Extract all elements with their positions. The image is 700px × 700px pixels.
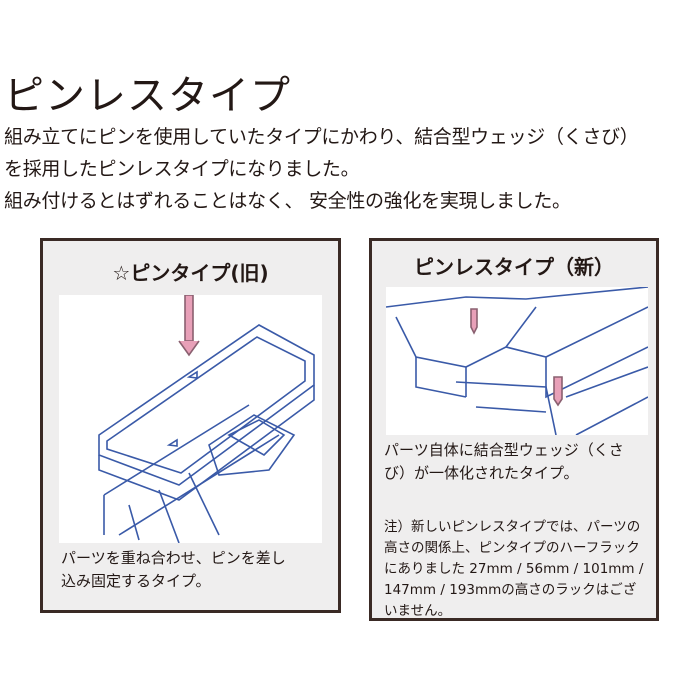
- intro-line: 組み立てにピンを使用していたタイプにかわり、結合型ウェッジ（くさび）: [4, 126, 639, 148]
- old-type-title: ☆ピンタイプ(旧): [112, 261, 269, 285]
- intro-line: 組み付けるとはずれることはなく、 安全性の強化を実現しました。: [4, 190, 571, 212]
- note-line: いません。: [384, 603, 452, 619]
- page-title: ピンレスタイプ: [4, 73, 291, 119]
- description-line: パーツ自体に結合型ウェッジ（くさ: [384, 441, 624, 459]
- description-line: パーツを重ね合わせ、ピンを差し: [61, 549, 286, 567]
- pinless-rack-illustration: [386, 287, 648, 435]
- height-note: 注）新しいピンレスタイプでは、パーツの 高さの関係上、ピンタイプのハーフラック …: [384, 517, 643, 622]
- note-line: 高さの関係上、ピンタイプのハーフラック: [384, 540, 640, 556]
- description-line: び）が一体化されたタイプ。: [384, 464, 579, 482]
- new-type-title: ピンレスタイプ（新）: [414, 255, 614, 279]
- pin-type-rack-illustration: [59, 295, 322, 543]
- old-pin-type-panel: ☆ピンタイプ(旧) パーツを重ね合わせ、ピンを差し 込み固定するタイプ。: [40, 238, 341, 613]
- note-line: 注）新しいピンレスタイプでは、パーツの: [384, 519, 641, 535]
- note-line: 147mm / 193mmの高さのラックはござ: [384, 582, 637, 598]
- new-type-description: パーツ自体に結合型ウェッジ（くさ び）が一体化されたタイプ。: [384, 439, 624, 485]
- intro-line: を採用したピンレスタイプになりました。: [4, 158, 360, 180]
- description-line: 込み固定するタイプ。: [61, 572, 211, 590]
- intro-text: 組み立てにピンを使用していたタイプにかわり、結合型ウェッジ（くさび） を採用した…: [4, 121, 639, 217]
- old-type-description: パーツを重ね合わせ、ピンを差し 込み固定するタイプ。: [61, 547, 286, 593]
- note-line: にありました 27mm / 56mm / 101mm /: [384, 561, 644, 577]
- new-pinless-type-panel: ピンレスタイプ（新） パーツ自体に結合型ウェッジ（くさ び）が一体化されたタイプ…: [369, 238, 659, 621]
